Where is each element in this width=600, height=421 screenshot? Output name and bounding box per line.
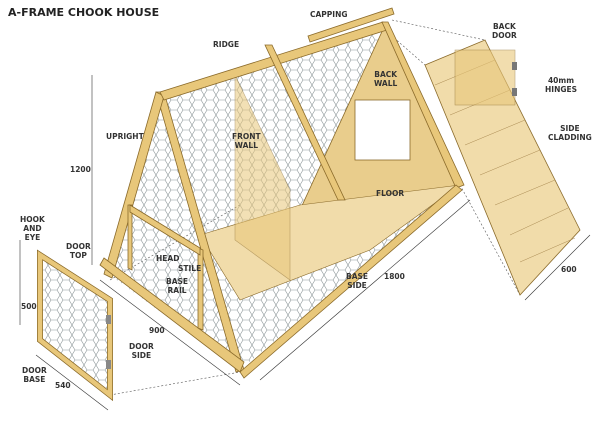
label-capping: CAPPING (310, 10, 348, 19)
middle-upright (264, 44, 346, 201)
hinge-icon (512, 62, 517, 70)
label-line: 40mm (547, 76, 575, 85)
label-line: HINGES (545, 85, 578, 94)
label-ridge: RIDGE (213, 40, 240, 49)
label-line: DOOR (66, 242, 91, 251)
label-line: CLADDING (548, 133, 592, 142)
label-line: RAIL (167, 286, 187, 295)
dimension-height: 1200 (70, 165, 91, 174)
dimension-width: 900 (149, 326, 165, 335)
dimension-cladding-width: 600 (561, 265, 577, 274)
label-line: SIDE (347, 281, 367, 290)
label-floor: FLOOR (376, 189, 405, 198)
label-line: WALL (234, 141, 258, 150)
stile-left (127, 204, 133, 271)
label-line: FRONT (232, 132, 261, 141)
back-upright (381, 21, 465, 189)
door-frame (37, 250, 113, 400)
head (129, 204, 201, 256)
hinge-icon (106, 360, 111, 369)
dimension-door-width: 540 (55, 381, 71, 390)
dimension-length: 1800 (384, 272, 405, 281)
front-wall (234, 74, 291, 281)
label-line: BASE (346, 272, 369, 281)
label-line: BACK (374, 70, 398, 79)
base-side (239, 184, 463, 379)
hinge-icon (106, 315, 111, 324)
stile-right (197, 247, 204, 331)
capping (307, 7, 395, 43)
back-door (454, 49, 516, 106)
label-line: BASE (166, 277, 189, 286)
label-line: SIDE (560, 124, 580, 133)
label-stile: STILE (178, 264, 202, 273)
label-line: DOOR (22, 366, 47, 375)
label-line: BACK (492, 22, 516, 31)
hinge-icon (512, 88, 517, 96)
dimension-door-height: 500 (21, 302, 37, 311)
label-line: EYE (24, 233, 41, 242)
back-wall-opening (354, 99, 411, 161)
label-upright: UPRIGHT (106, 132, 144, 141)
label-line: TOP (69, 251, 87, 260)
base-rail (99, 257, 245, 373)
label-line: SIDE (131, 351, 152, 360)
label-line: WALL (374, 79, 398, 88)
diagram-title: A-FRAME CHOOK HOUSE (8, 6, 160, 19)
label-head: HEAD (156, 254, 180, 263)
label-line: AND (23, 224, 42, 233)
dimension-lines (19, 75, 591, 411)
label-line: DOOR (492, 31, 517, 40)
label-line: DOOR (129, 342, 154, 351)
label-line: HOOK (20, 215, 45, 224)
label-line: BASE (23, 375, 46, 384)
timber-frame (99, 7, 465, 379)
